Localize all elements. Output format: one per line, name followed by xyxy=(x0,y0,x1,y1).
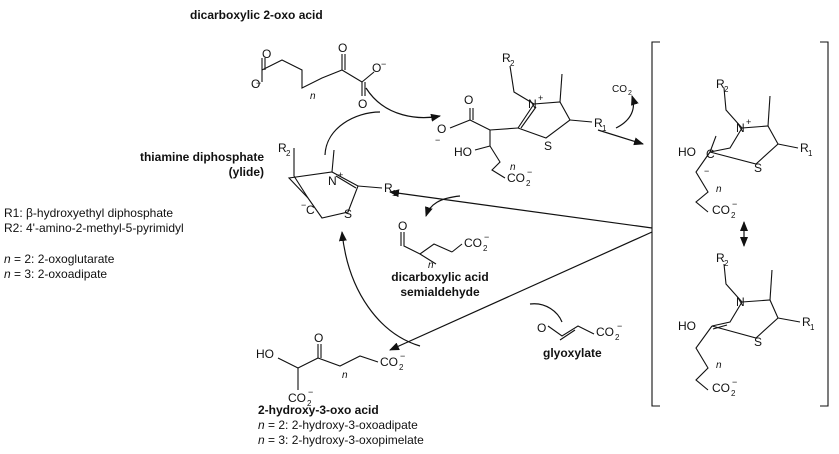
atom-label: 2 xyxy=(724,259,729,268)
index-label: n xyxy=(716,184,722,195)
atom-label: 2 xyxy=(724,85,729,94)
product-label: 2-hydroxy-3-oxo acid xyxy=(258,403,379,417)
semialdehyde-label-line2: semialdehyde xyxy=(400,285,480,299)
atom-label: O xyxy=(262,47,271,61)
thiamine-label-line2: (ylide) xyxy=(228,165,264,179)
charge-label: + xyxy=(538,93,543,103)
atom-label: 2 xyxy=(286,149,291,158)
atom-label: R xyxy=(802,315,811,329)
atom-label: 2 xyxy=(615,333,620,342)
atom-label: 2 xyxy=(628,90,632,97)
atom-label: HO xyxy=(678,145,696,159)
atom-label: CO xyxy=(507,171,525,185)
charge-label: − xyxy=(732,199,737,209)
atom-label: C xyxy=(706,147,715,161)
atom-label: 2 xyxy=(731,211,736,220)
atom-label: R xyxy=(278,141,287,155)
atom-label: R xyxy=(800,141,809,155)
atom-label: CO xyxy=(288,391,306,405)
atom-label: S xyxy=(754,335,762,349)
index-label: n xyxy=(510,162,516,173)
atom-label: 2 xyxy=(483,244,488,253)
atom-label: O xyxy=(464,93,473,107)
atom-label: CO xyxy=(712,203,730,217)
atom-label: 2 xyxy=(510,59,515,68)
atom-label: 1 xyxy=(808,149,813,158)
charge-label: − xyxy=(527,167,532,177)
atom-label: O xyxy=(314,331,323,345)
atom-label: N xyxy=(328,174,337,188)
index-label: n xyxy=(428,260,434,271)
glyoxylate-label: glyoxylate xyxy=(543,346,602,360)
index-label: n xyxy=(342,370,348,381)
charge-label: − xyxy=(308,387,313,397)
atom-label: CO xyxy=(380,355,398,369)
atom-label: O xyxy=(338,41,347,55)
atom-label: HO xyxy=(678,319,696,333)
charge-label: − xyxy=(704,166,709,176)
atom-label: 2 xyxy=(399,363,404,372)
atom-label: 1 xyxy=(602,124,607,133)
atom-label: R xyxy=(384,181,393,195)
atom-label: CO xyxy=(464,236,482,250)
substrate-legend: n = 2: 2-oxoglutarate n = 3: 2-oxoadipat… xyxy=(4,252,114,282)
legend-r2: R2: 4'-amino-2-methyl-5-pyrimidyl xyxy=(4,221,184,235)
atom-label: O xyxy=(372,61,381,75)
atom-label: 2 xyxy=(731,389,736,398)
index-label: n xyxy=(310,91,316,102)
atom-label: N xyxy=(528,97,537,111)
charge-label: − xyxy=(381,59,386,69)
atom-label: R xyxy=(716,251,725,265)
atom-label: 1 xyxy=(392,189,397,198)
atom-label: HO xyxy=(256,347,274,361)
atom-label: R xyxy=(594,116,603,130)
product-legend-n3: n = 3: 2-hydroxy-3-oxopimelate xyxy=(258,433,424,447)
charge-label: + xyxy=(746,117,751,127)
legend-n3: n = 3: 2-oxoadipate xyxy=(4,267,108,281)
product-legend: n = 2: 2-hydroxy-3-oxoadipate n = 3: 2-h… xyxy=(258,418,424,448)
atom-label: O xyxy=(537,321,546,335)
atom-label: R xyxy=(502,51,511,65)
atom-label: 2 xyxy=(526,179,531,188)
substrate-label: dicarboxylic 2-oxo acid xyxy=(190,8,323,22)
charge-label: − xyxy=(400,351,405,361)
atom-label: 2 xyxy=(307,399,312,408)
semialdehyde-label-line1: dicarboxylic acid xyxy=(391,270,489,284)
atom-label: CO xyxy=(596,325,614,339)
charge-label: − xyxy=(256,78,261,88)
thiamine-label-line1: thiamine diphosphate xyxy=(139,150,264,164)
atom-label: O xyxy=(398,219,407,233)
legend-r1: R1: β-hydroxyethyl diphosphate xyxy=(4,206,173,220)
atom-label: C xyxy=(306,203,315,217)
charge-label: − xyxy=(732,377,737,387)
atom-label: N xyxy=(736,121,745,135)
index-label: n xyxy=(716,360,722,371)
charge-label: − xyxy=(301,200,306,210)
product-legend-n2: n = 2: 2-hydroxy-3-oxoadipate xyxy=(258,418,418,432)
co2-label: CO xyxy=(612,84,627,95)
atom-label: O xyxy=(251,77,260,91)
atom-label: S xyxy=(344,207,352,221)
atom-label: HO xyxy=(454,145,472,159)
atom-label: N xyxy=(736,295,745,309)
charge-label: − xyxy=(484,232,489,242)
atom-label: R xyxy=(716,77,725,91)
charge-label: − xyxy=(617,321,622,331)
atom-label: 1 xyxy=(810,323,815,332)
charge-label: + xyxy=(338,170,343,180)
charge-label: − xyxy=(435,135,440,145)
atom-label: S xyxy=(754,161,762,175)
atom-label: O xyxy=(358,97,367,111)
atom-label: O xyxy=(437,122,446,136)
substituent-legend: R1: β-hydroxyethyl diphosphate R2: 4'-am… xyxy=(4,206,184,236)
legend-n2: n = 2: 2-oxoglutarate xyxy=(4,252,115,266)
atom-label: S xyxy=(544,139,552,153)
atom-label: CO xyxy=(712,381,730,395)
